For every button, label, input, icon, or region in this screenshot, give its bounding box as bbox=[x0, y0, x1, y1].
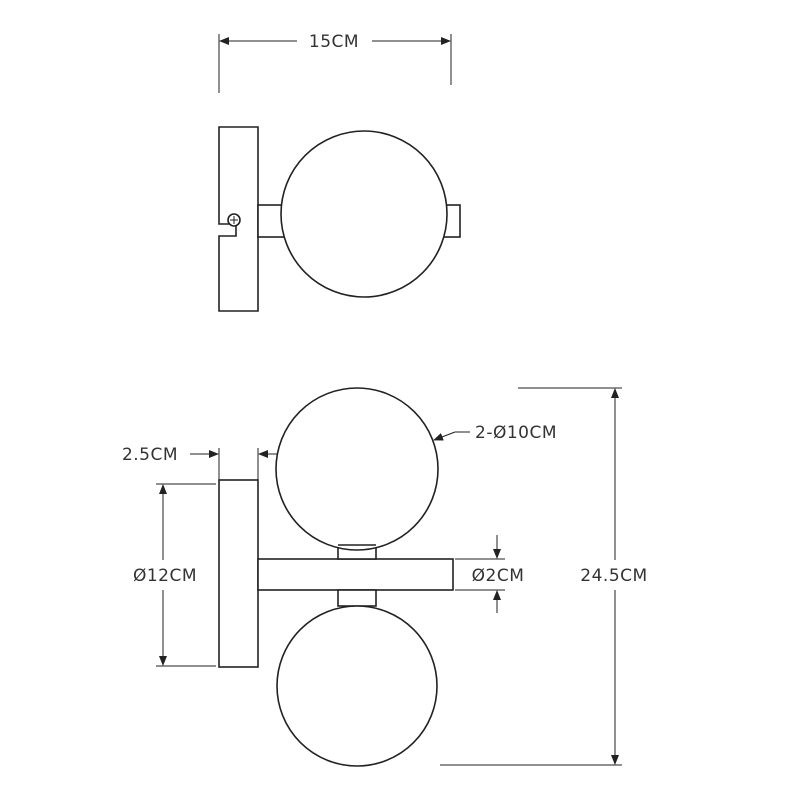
wall-plate bbox=[218, 479, 259, 668]
globe-diameter-label: 2-Ø10CM bbox=[475, 423, 557, 443]
plate-depth-label: 2.5CM bbox=[122, 445, 178, 465]
height-label: 24.5CM bbox=[580, 566, 647, 586]
top-view: 15CM bbox=[218, 32, 461, 312]
globe-lower bbox=[276, 605, 438, 767]
arm bbox=[257, 558, 454, 591]
socket-bottom bbox=[337, 589, 377, 607]
front-view: 2.5CM 2-Ø10CM Ø12CM Ø2CM 24.5CM bbox=[122, 387, 647, 767]
width-label: 15CM bbox=[309, 32, 359, 52]
globe-upper bbox=[275, 387, 439, 551]
globe-top-view bbox=[280, 130, 448, 298]
plate-diameter-label: Ø12CM bbox=[133, 566, 197, 586]
arm-diameter-label: Ø2CM bbox=[472, 566, 525, 586]
leader-arrow bbox=[433, 431, 456, 441]
